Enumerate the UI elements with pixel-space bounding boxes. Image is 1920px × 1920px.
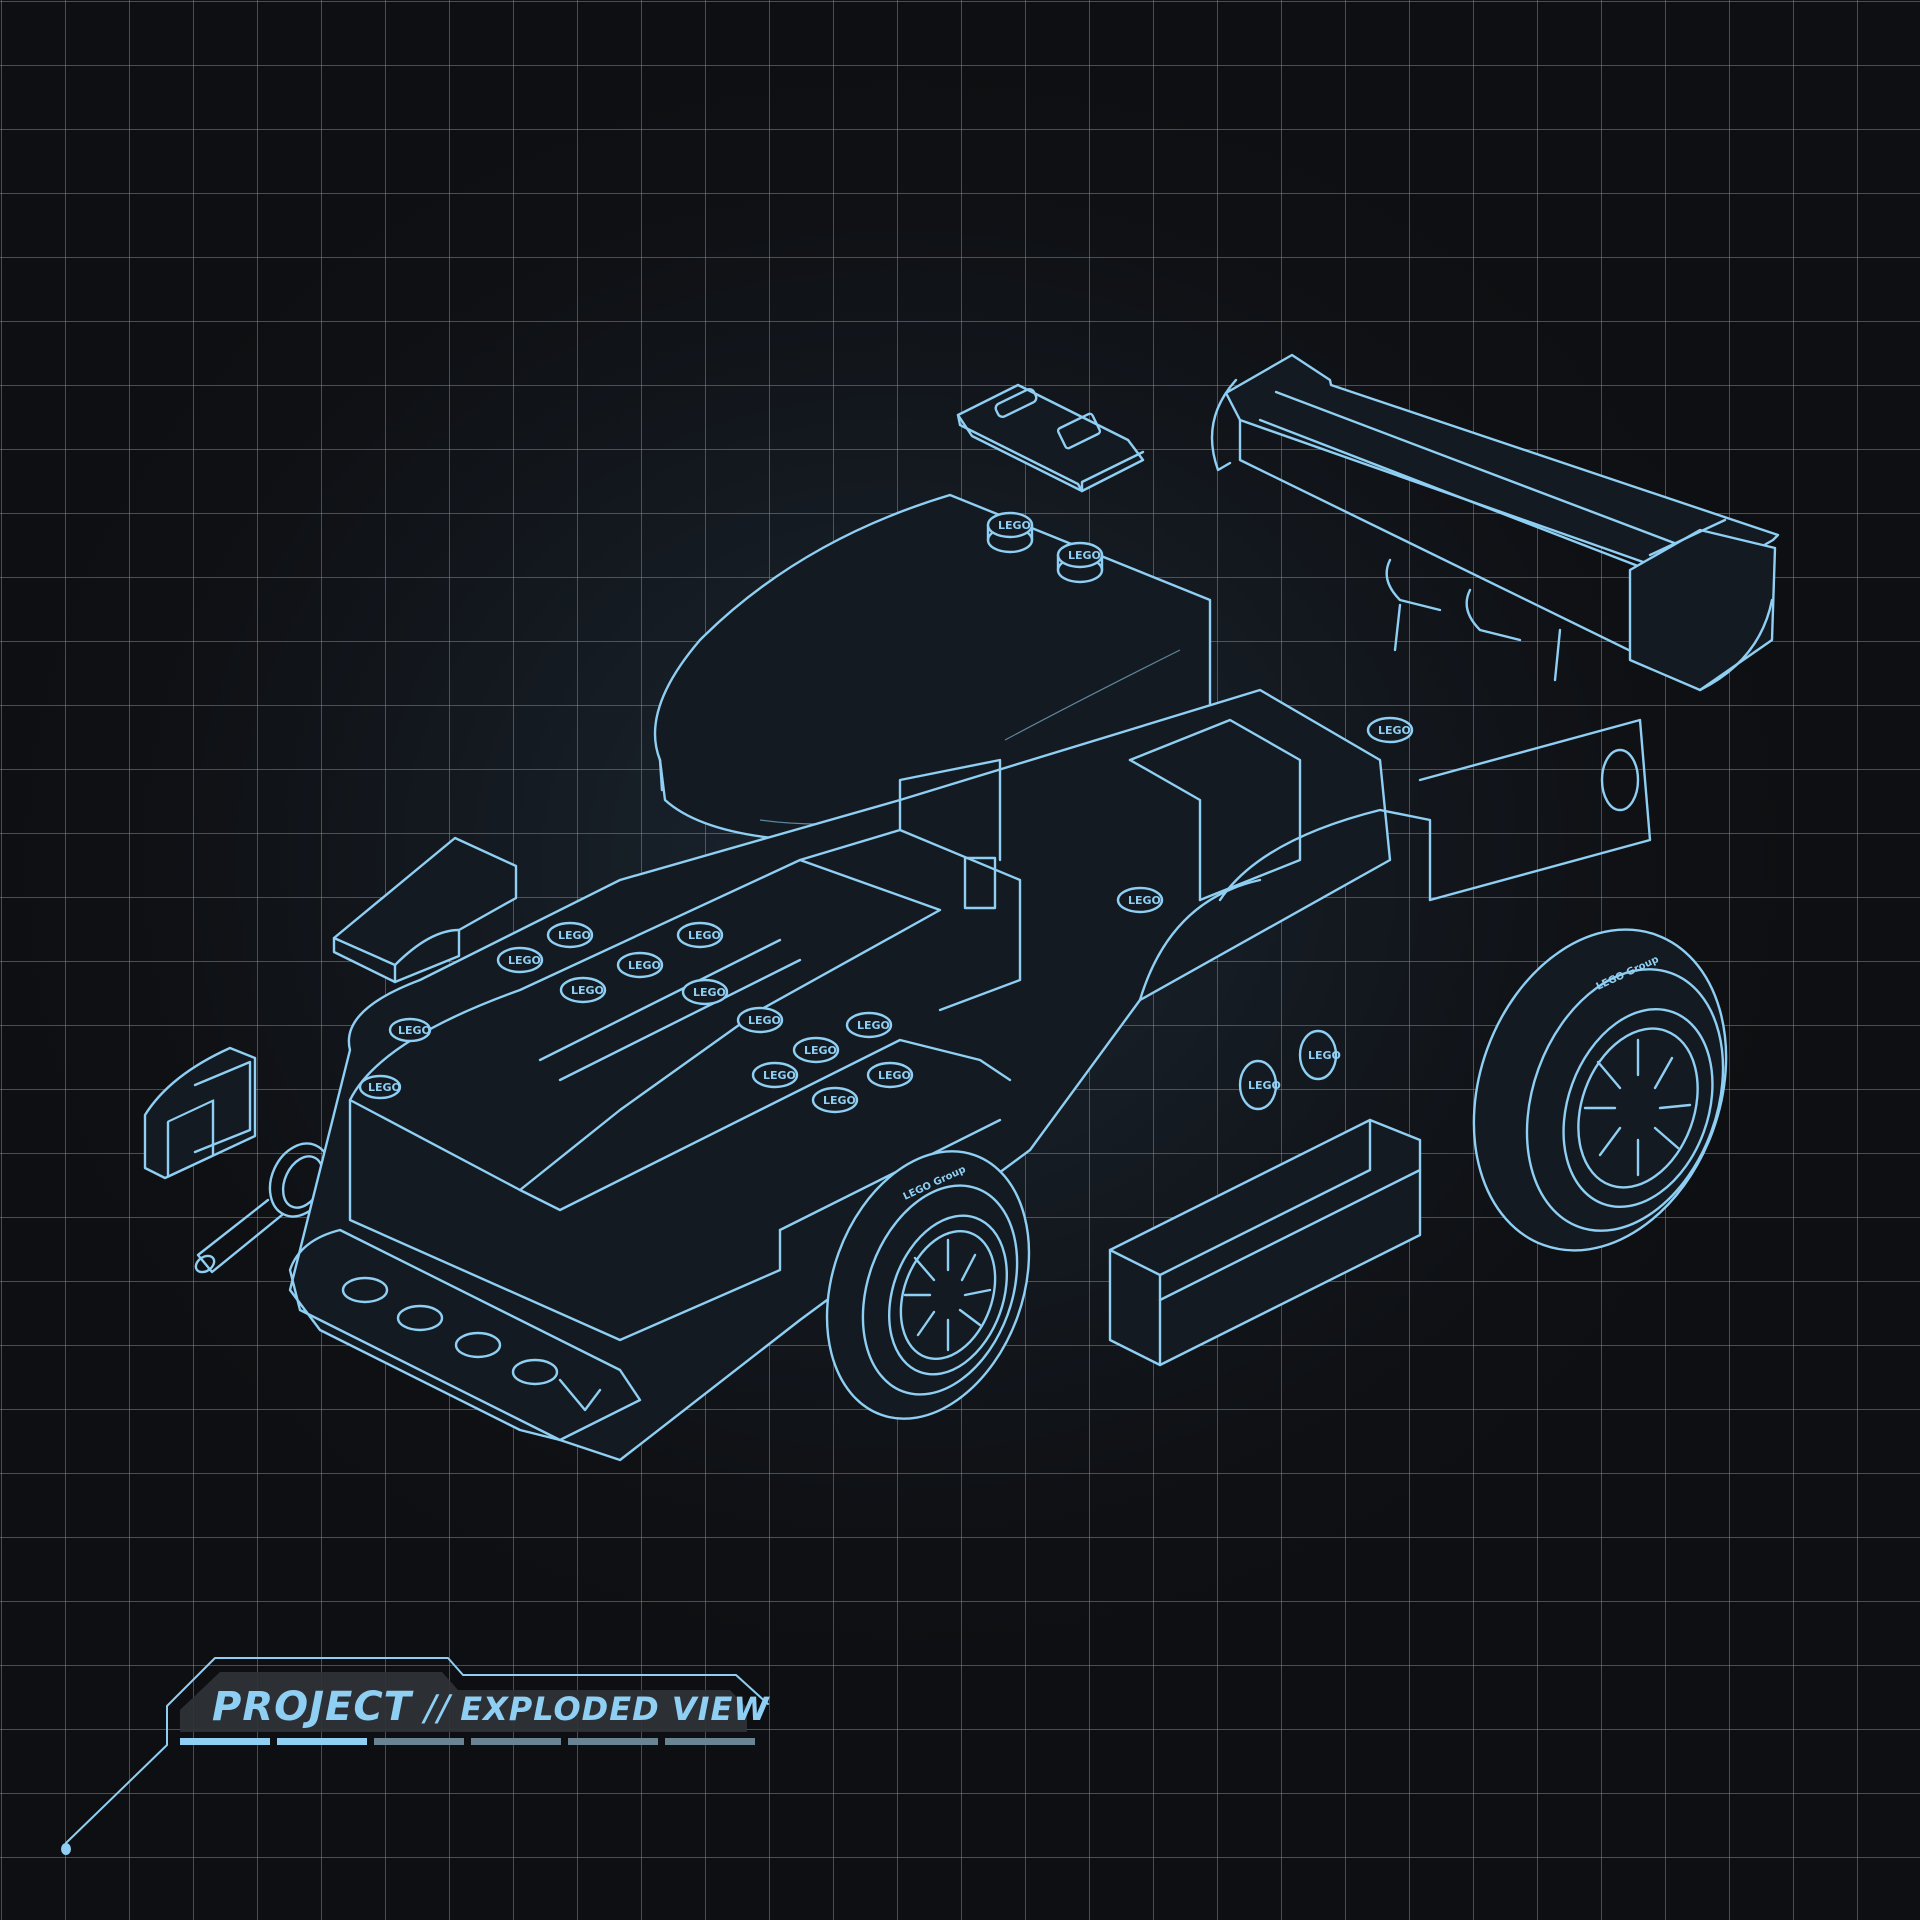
hood-studs: LEGO LEGO LEGO LEGO LEGO LEGO LEGO LEGO … — [358, 716, 1414, 1114]
svg-text:LEGO: LEGO — [398, 1024, 431, 1037]
svg-text:LEGO: LEGO — [857, 1019, 890, 1032]
svg-text:LEGO: LEGO — [688, 929, 721, 942]
svg-text:LEGO: LEGO — [1128, 894, 1161, 907]
svg-text:LEGO: LEGO — [878, 1069, 911, 1082]
svg-text:LEGO: LEGO — [998, 519, 1031, 532]
svg-text:LEGO: LEGO — [558, 929, 591, 942]
anchor-dot — [61, 1843, 71, 1855]
side-skirt — [1108, 1118, 1422, 1367]
rear-spoiler — [1210, 353, 1780, 692]
front-wheel: LEGO Group — [825, 1150, 1031, 1420]
canopy-studs: LEGO LEGO — [986, 511, 1104, 584]
svg-text:LEGO: LEGO — [1248, 1079, 1281, 1092]
svg-text:LEGO: LEGO — [748, 1014, 781, 1027]
car-chassis: LEGO LEGO LEGO LEGO LEGO LEGO LEGO LEGO … — [288, 688, 1652, 1462]
roof-tile — [956, 383, 1145, 493]
svg-text:LEGO: LEGO — [804, 1044, 837, 1057]
svg-text:LEGO: LEGO — [823, 1094, 856, 1107]
svg-text:LEGO: LEGO — [628, 959, 661, 972]
rear-wheel: LEGO Group — [1472, 928, 1728, 1252]
svg-text:LEGO: LEGO — [763, 1069, 796, 1082]
headlight-bracket — [143, 1046, 257, 1180]
svg-text:LEGO: LEGO — [508, 954, 541, 967]
svg-text:LEGO: LEGO — [1308, 1049, 1341, 1062]
svg-text:LEGO: LEGO — [571, 984, 604, 997]
curved-slope-tile — [332, 836, 518, 984]
svg-text:LEGO: LEGO — [368, 1081, 401, 1094]
svg-text:LEGO: LEGO — [1068, 549, 1101, 562]
svg-text:LEGO: LEGO — [693, 986, 726, 999]
svg-text:LEGO: LEGO — [1378, 724, 1411, 737]
label-frame — [61, 1657, 769, 1855]
